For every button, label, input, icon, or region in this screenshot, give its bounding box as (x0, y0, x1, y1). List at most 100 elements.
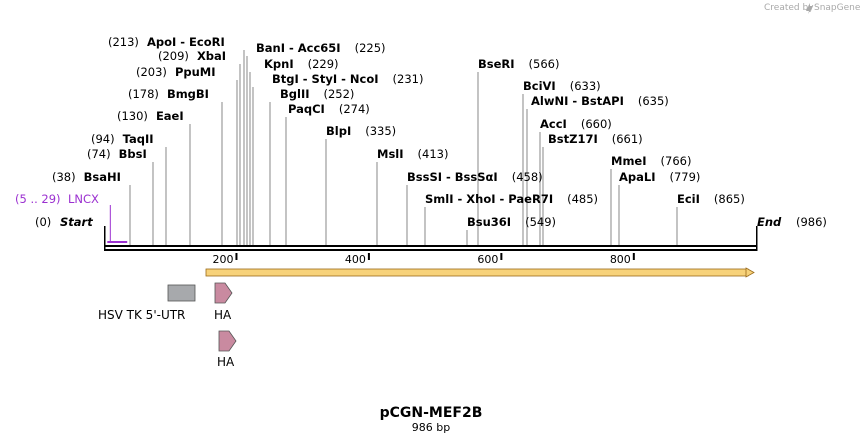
enzyme-position: (485) (567, 192, 598, 206)
snapgene-logo-icon (806, 3, 813, 14)
start-label: (0) Start (35, 215, 93, 229)
enzyme-position: (413) (418, 147, 449, 161)
enzyme-position: (633) (570, 79, 601, 93)
enzyme-position: (213) (108, 35, 139, 49)
plasmid-length: 986 bp (412, 421, 450, 434)
cut-site-labels: (38)BsaHI (74) BbsI (94) TaqII (130) EaeI (178)… (52, 35, 745, 229)
ha-label-2: HA (217, 355, 235, 369)
enzyme-name: BlpI (326, 124, 351, 138)
cut-site-label[interactable]: KpnI(229) (264, 57, 339, 71)
cut-site-label[interactable]: (130) EaeI (117, 109, 184, 123)
enzyme-name: PpuMI (175, 65, 216, 79)
enzyme-name: EaeI (156, 109, 184, 123)
ruler-tick (367, 253, 370, 260)
cut-site-label[interactable]: Bsu36I (549) (467, 215, 556, 229)
enzyme-position: (229) (308, 57, 339, 71)
enzyme-name: Bsu36I (467, 215, 511, 229)
enzyme-name: BssSI - BssSαI (407, 170, 498, 184)
enzyme-position: (660) (581, 117, 612, 131)
orf-feature[interactable] (205, 267, 755, 278)
enzyme-position: (74) (87, 147, 111, 161)
cut-site-label[interactable]: BssSI - BssSαI (458) (407, 170, 543, 184)
cut-site-label[interactable]: MslI(413) (377, 147, 448, 161)
enzyme-position: (94) (91, 132, 115, 146)
enzyme-name: TaqII (123, 132, 154, 146)
cut-site-label[interactable]: BseRI (566) (478, 57, 559, 71)
cut-site-label[interactable]: BlpI (335) (326, 124, 396, 138)
start-marker (104, 226, 106, 251)
cut-site-label[interactable]: BciVI(633) (523, 79, 601, 93)
cut-site-label[interactable]: SmlI - XhoI - PaeR7I(485) (425, 192, 598, 206)
cut-site-label[interactable]: EciI(865) (677, 192, 745, 206)
ha-feature-1[interactable]: HA (214, 282, 233, 322)
cut-site-label[interactable]: (38)BsaHI (52, 170, 121, 184)
cut-site-label[interactable]: PaqCI(274) (288, 102, 370, 116)
cut-site-label[interactable]: ApaLI (779) (619, 170, 700, 184)
ha-feature-2[interactable]: HA (217, 330, 237, 369)
enzyme-name: BsaHI (84, 170, 121, 184)
cut-site-label[interactable]: MmeI(766) (611, 154, 691, 168)
enzyme-name: AlwNI - BstAPI (531, 94, 624, 108)
plasmid-name: pCGN-MEF2B (380, 405, 483, 421)
enzyme-position: (549) (525, 215, 556, 229)
enzyme-name: MmeI (611, 154, 647, 168)
cut-site-label[interactable]: (209)XbaI (158, 49, 226, 63)
end-name: End (757, 215, 782, 229)
ha-arrow-icon (214, 282, 233, 304)
cut-site-label[interactable]: AccI(660) (540, 117, 612, 131)
enzyme-position: (335) (365, 124, 396, 138)
cut-site-label[interactable]: (203) PpuMI (136, 65, 216, 79)
sequence-backbone (104, 226, 758, 251)
snapgene-credit[interactable]: Created by SnapGene (764, 3, 861, 14)
end-marker (756, 226, 758, 251)
lncx-range: (5 .. 29) (15, 192, 61, 206)
enzyme-name: ApaLI (619, 170, 656, 184)
enzyme-name: PaqCI (288, 102, 325, 116)
enzyme-position: (203) (136, 65, 167, 79)
start-pos: (0) (35, 215, 51, 229)
cut-site-label[interactable]: BanI - Acc65I (225) (256, 41, 386, 55)
enzyme-name: BanI - Acc65I (256, 41, 341, 55)
start-name: Start (60, 215, 93, 229)
ruler-tick (235, 253, 238, 260)
enzyme-position: (225) (355, 41, 386, 55)
orf-bar (205, 268, 749, 277)
lncx-feature[interactable]: (5 .. 29) LNCX (15, 192, 128, 243)
cut-site-label[interactable]: (94) TaqII (91, 132, 154, 146)
backbone-top-strand (104, 245, 757, 247)
enzyme-name: BglII (280, 87, 310, 101)
backbone-bottom-strand (104, 249, 757, 251)
enzyme-name: ApoI - EcoRI (147, 35, 225, 49)
enzyme-position: (566) (529, 57, 560, 71)
enzyme-name: BbsI (119, 147, 147, 161)
credit-brand: SnapGene (814, 3, 861, 13)
ruler-tick (632, 253, 635, 260)
enzyme-position: (178) (128, 87, 159, 101)
enzyme-position: (458) (512, 170, 543, 184)
cut-site-label[interactable]: BtgI - StyI - NcoI(231) (272, 72, 423, 86)
enzyme-name: BstZ17I (548, 132, 598, 146)
enzyme-position: (635) (638, 94, 669, 108)
utr-box (167, 284, 196, 302)
enzyme-name: BmgBI (167, 87, 209, 101)
cut-site-label[interactable]: (178) BmgBI (128, 87, 209, 101)
cut-site-label[interactable]: BglII (252) (280, 87, 354, 101)
ha-arrow-icon (218, 330, 237, 352)
cut-site-label[interactable]: BstZ17I(661) (548, 132, 643, 146)
utr-label: HSV TK 5'-UTR (98, 308, 185, 322)
credit-text: Created by (764, 3, 814, 13)
enzyme-name: BseRI (478, 57, 515, 71)
ruler-tick-label: 200 (212, 253, 233, 266)
cut-site-label[interactable]: AlwNI - BstAPI (635) (531, 94, 669, 108)
enzyme-position: (130) (117, 109, 148, 123)
enzyme-position: (231) (393, 72, 424, 86)
enzyme-position: (779) (670, 170, 701, 184)
cut-site-label[interactable]: (74) BbsI (87, 147, 147, 161)
cut-site-label[interactable]: (213) ApoI - EcoRI (108, 35, 225, 49)
end-pos: (986) (796, 215, 827, 229)
enzyme-position: (252) (324, 87, 355, 101)
ruler-tick (500, 253, 503, 260)
cut-site-lines (129, 50, 678, 245)
hsv-tk-utr-feature[interactable]: HSV TK 5'-UTR (98, 284, 196, 322)
end-label: End (986) (757, 215, 827, 229)
